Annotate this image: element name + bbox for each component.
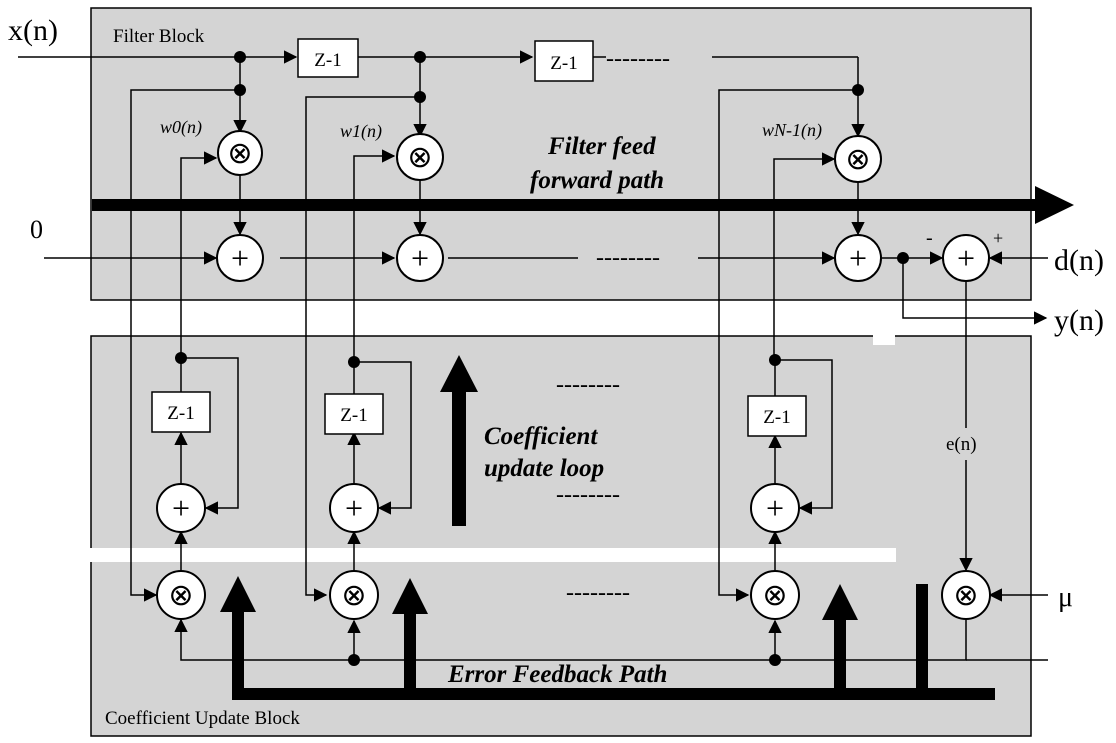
feed-forward-arrowhead	[1035, 186, 1074, 224]
filter-block-label: Filter Block	[113, 26, 205, 47]
weight-label-wn1: wN-1(n)	[762, 120, 822, 141]
error-feedback-arrowhead-1	[220, 576, 256, 612]
signal-lines	[18, 50, 1048, 661]
add-sign-1: +	[411, 240, 429, 276]
coefficient-block-label: Coefficient Update Block	[105, 708, 300, 729]
adder-nodes	[156, 234, 990, 533]
add-sign-update-1: +	[345, 490, 363, 526]
feed-forward-label-line1: Filter feed	[547, 133, 656, 160]
multiply-sign-update-0: ⊗	[168, 579, 193, 612]
error-feedback-label: Error Feedback Path	[447, 661, 667, 688]
add-sign-n1: +	[849, 240, 867, 276]
desired-signal-label: d(n)	[1054, 244, 1104, 277]
add-sign-update-0: +	[172, 490, 190, 526]
ellipsis-update-2: --------	[556, 482, 620, 508]
delay-label-input-2: Z-1	[550, 53, 577, 74]
ellipsis-update-1: --------	[556, 372, 620, 398]
multiply-sign-update-1: ⊗	[341, 579, 366, 612]
delay-label-update-1: Z-1	[340, 405, 367, 426]
ellipsis-adder: --------	[596, 245, 660, 271]
delay-box-update-1	[324, 393, 384, 435]
add-sign-error: +	[957, 240, 975, 276]
ellipsis-delay: --------	[606, 46, 670, 72]
add-sign-0: +	[231, 240, 249, 276]
minus-sign: -	[926, 227, 933, 249]
coefficient-loop-arrow-shaft	[452, 390, 466, 526]
step-size-label: μ	[1058, 582, 1073, 613]
delay-box-input-1	[297, 38, 359, 78]
ellipsis-multiplier: --------	[566, 580, 630, 606]
coefficient-loop-label-line1: Coefficient	[484, 423, 598, 450]
coefficient-update-block	[90, 335, 1032, 737]
delay-box-input-2	[534, 40, 594, 82]
error-feedback-arrow-path	[232, 610, 995, 700]
coefficient-loop-arrowhead	[440, 355, 478, 392]
multiply-sign-update-n1: ⊗	[762, 579, 787, 612]
multiply-sign-w1: ⊗	[407, 141, 432, 174]
plus-sign: +	[993, 228, 1003, 248]
error-signal-label: e(n)	[946, 434, 977, 455]
error-feedback-arrowhead-2	[392, 578, 428, 614]
add-sign-update-n1: +	[766, 490, 784, 526]
multiply-sign-mu: ⊗	[953, 579, 978, 612]
junction-dots	[175, 51, 909, 666]
multiply-sign-w0: ⊗	[227, 137, 252, 170]
error-feedback-arrowhead-3	[822, 584, 858, 620]
weight-label-w1: w1(n)	[340, 121, 382, 142]
coefficient-loop-label-line2: update loop	[484, 455, 604, 482]
weight-label-w0: w0(n)	[160, 117, 202, 138]
delay-label-input-1: Z-1	[314, 50, 341, 71]
delay-label-update-n1: Z-1	[763, 407, 790, 428]
output-signal-label: y(n)	[1054, 304, 1104, 337]
multiply-sign-wn1: ⊗	[845, 143, 870, 176]
zero-input-label: 0	[30, 215, 43, 244]
input-signal-label: x(n)	[8, 14, 58, 47]
feed-forward-label-line2: forward path	[530, 167, 664, 194]
delay-box-update-n1	[747, 395, 807, 437]
delay-label-update-0: Z-1	[167, 403, 194, 424]
delay-box-update-0	[151, 391, 211, 433]
separator-notch	[873, 333, 895, 345]
multiplier-nodes	[156, 130, 991, 620]
separator-band	[88, 548, 896, 562]
